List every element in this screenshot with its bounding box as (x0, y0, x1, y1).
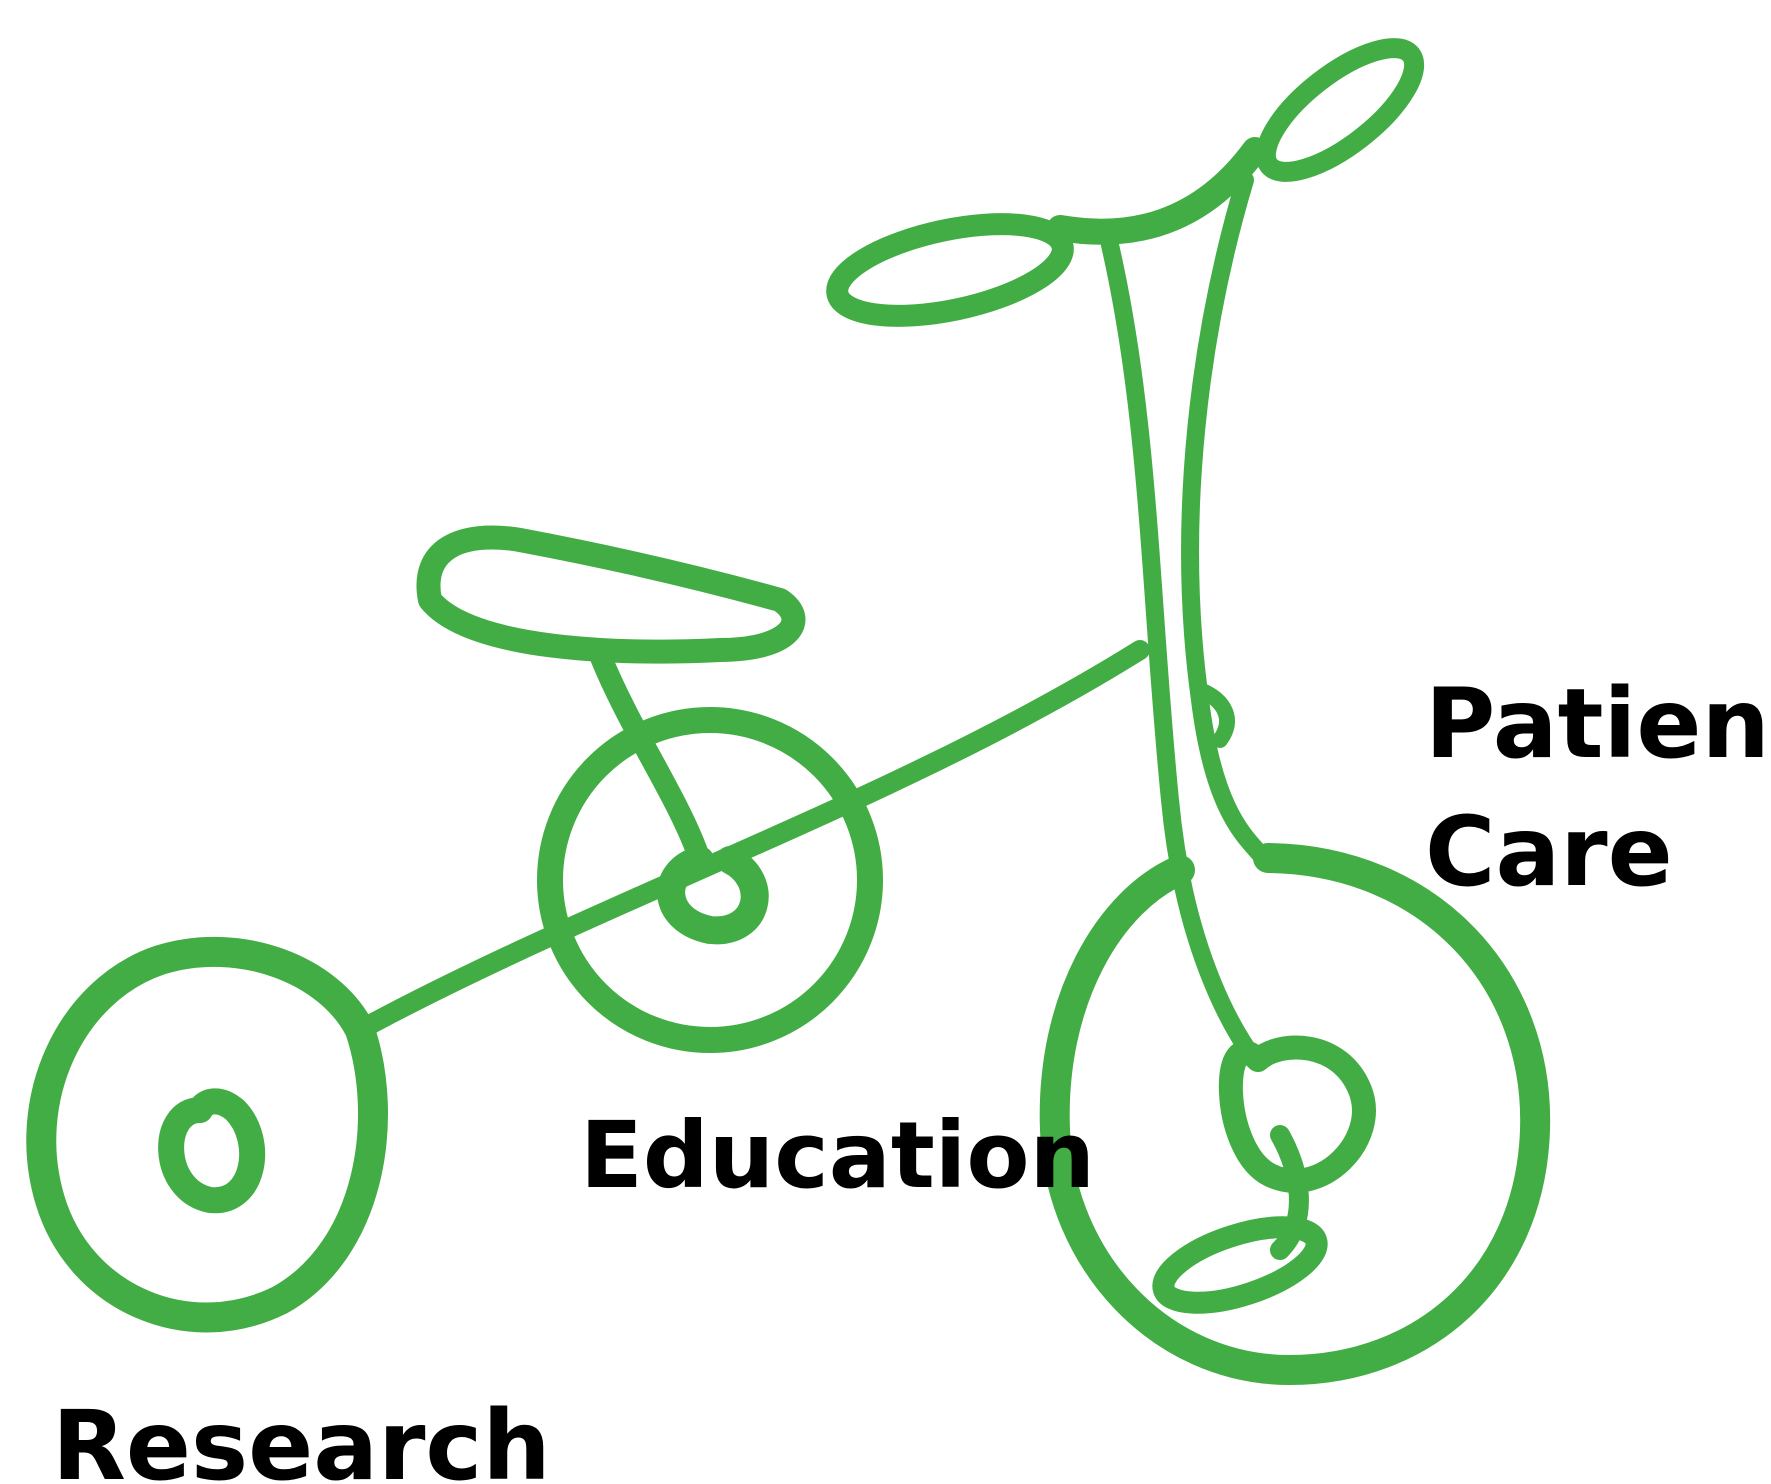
front-hub-curl (1218, 1035, 1376, 1193)
seat (416, 525, 806, 664)
rear-hub (158, 1088, 266, 1214)
handlebar (1047, 137, 1268, 245)
label-education: Education (580, 1102, 1096, 1209)
pedal-arm (1270, 1125, 1309, 1260)
middle-wheel (537, 707, 883, 1053)
frame-bar (350, 640, 1150, 1040)
front-wheel (1039, 843, 1551, 1385)
middle-hub (657, 846, 769, 945)
label-care: Care (1425, 796, 1673, 908)
right-handlebar-grip (1255, 38, 1425, 182)
left-handlebar-grip (826, 213, 1074, 327)
front-pedal (1152, 1216, 1328, 1314)
label-patient-care: Patient Care (1425, 660, 1771, 916)
seat-post (589, 644, 711, 871)
fork-front (1101, 236, 1264, 1069)
fork-rear (1181, 171, 1274, 869)
label-patient: Patient (1425, 668, 1771, 780)
rear-wheel (26, 936, 388, 1333)
label-research: Research (52, 1390, 551, 1484)
fork-loop (1192, 682, 1235, 748)
